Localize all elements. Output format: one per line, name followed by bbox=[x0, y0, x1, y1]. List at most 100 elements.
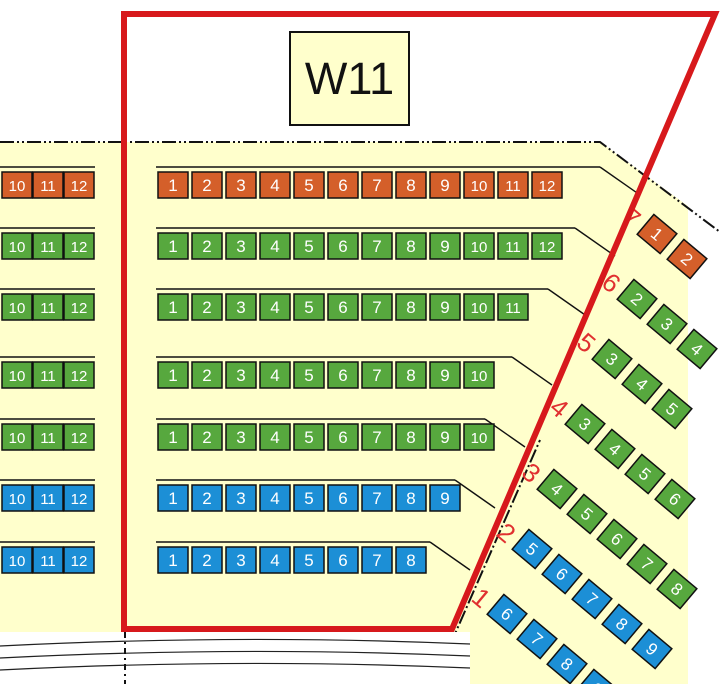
seat-number: 12 bbox=[71, 553, 88, 570]
seat-box bbox=[63, 232, 95, 260]
seat-box bbox=[157, 232, 189, 260]
seat: 2 bbox=[191, 423, 223, 451]
seat-number: 3 bbox=[236, 298, 245, 317]
seat-box bbox=[654, 478, 696, 520]
seat: 5 bbox=[624, 453, 666, 495]
seat-box bbox=[531, 232, 563, 260]
seat-box bbox=[516, 618, 558, 660]
seat-box bbox=[497, 232, 529, 260]
seat-box bbox=[63, 546, 95, 574]
seat-number: 10 bbox=[9, 178, 26, 195]
seat: 12 bbox=[63, 171, 95, 199]
row-leader-line bbox=[574, 227, 616, 257]
seat-box bbox=[259, 293, 291, 321]
seat-number: 5 bbox=[304, 428, 313, 447]
seat-number: 7 bbox=[372, 298, 381, 317]
seat-box bbox=[191, 171, 223, 199]
seat-box bbox=[32, 232, 64, 260]
seat-box bbox=[646, 303, 688, 345]
seat-box bbox=[631, 628, 673, 670]
seat-number: 5 bbox=[304, 298, 313, 317]
seat-box bbox=[463, 232, 495, 260]
section-boundary-top bbox=[0, 141, 721, 233]
seat: 7 bbox=[361, 546, 393, 574]
seat-number: 8 bbox=[406, 489, 415, 508]
seat: 5 bbox=[293, 171, 325, 199]
seat-number: 6 bbox=[338, 489, 347, 508]
seat: 8 bbox=[395, 484, 427, 512]
seat-number: 6 bbox=[338, 298, 347, 317]
seat: 4 bbox=[594, 428, 636, 470]
seat: 7 bbox=[626, 543, 668, 585]
seat: 4 bbox=[676, 328, 718, 370]
seat: 4 bbox=[259, 232, 291, 260]
seat: 8 bbox=[656, 568, 698, 610]
seat-box bbox=[463, 171, 495, 199]
row-leader-line bbox=[599, 166, 641, 196]
seat-number: 8 bbox=[406, 428, 415, 447]
seat: 12 bbox=[63, 546, 95, 574]
seat-box bbox=[429, 423, 461, 451]
seat-number: 4 bbox=[270, 237, 279, 256]
seat-box bbox=[621, 363, 663, 405]
seat-box bbox=[546, 643, 588, 684]
seat-box bbox=[327, 423, 359, 451]
seat-box bbox=[293, 171, 325, 199]
seat-number: 8 bbox=[406, 176, 415, 195]
seat: 7 bbox=[361, 171, 393, 199]
seat: 9 bbox=[576, 668, 618, 684]
row-leader-line bbox=[429, 541, 471, 571]
seat-box bbox=[293, 546, 325, 574]
seat: 5 bbox=[293, 423, 325, 451]
seat-number: 11 bbox=[40, 491, 56, 508]
seat-number: 7 bbox=[372, 237, 381, 256]
seat-box bbox=[63, 423, 95, 451]
seat: 3 bbox=[225, 293, 257, 321]
seat-number: 4 bbox=[270, 298, 279, 317]
seat: 6 bbox=[541, 553, 583, 595]
seat: 6 bbox=[486, 593, 528, 635]
seat-box bbox=[32, 361, 64, 389]
seat-box bbox=[497, 293, 529, 321]
seat-box bbox=[259, 232, 291, 260]
seat-box bbox=[361, 546, 393, 574]
seat: 1 bbox=[157, 546, 189, 574]
seat-number: 8 bbox=[406, 237, 415, 256]
seat: 10 bbox=[1, 423, 33, 451]
seat-number: 10 bbox=[9, 491, 26, 508]
seat-box bbox=[601, 603, 643, 645]
seat: 3 bbox=[646, 303, 688, 345]
seat: 1 bbox=[157, 484, 189, 512]
seat-box bbox=[191, 484, 223, 512]
seat-number: 5 bbox=[304, 489, 313, 508]
seat: 10 bbox=[1, 171, 33, 199]
seat: 12 bbox=[531, 171, 563, 199]
seat: 9 bbox=[429, 171, 461, 199]
seat-number: 10 bbox=[9, 239, 26, 256]
seat: 11 bbox=[32, 171, 64, 199]
seat: 11 bbox=[32, 293, 64, 321]
seat: 6 bbox=[654, 478, 696, 520]
seat: 6 bbox=[327, 171, 359, 199]
seat-number: 1 bbox=[168, 428, 177, 447]
seat-number: 12 bbox=[539, 178, 556, 195]
seat-box bbox=[361, 484, 393, 512]
seat-box bbox=[327, 232, 359, 260]
seat-box bbox=[624, 453, 666, 495]
track-line bbox=[0, 662, 471, 671]
seat-box bbox=[157, 484, 189, 512]
seat: 3 bbox=[225, 171, 257, 199]
seat-box bbox=[63, 484, 95, 512]
seat-box bbox=[191, 361, 223, 389]
seat: 4 bbox=[259, 484, 291, 512]
seat-number: 12 bbox=[71, 491, 88, 508]
seat-number: 1 bbox=[168, 489, 177, 508]
seat: 3 bbox=[225, 546, 257, 574]
seat: 11 bbox=[32, 361, 64, 389]
seat-number: 7 bbox=[372, 551, 381, 570]
seat-number: 3 bbox=[236, 551, 245, 570]
seat-number: 2 bbox=[202, 428, 211, 447]
seat-box bbox=[676, 328, 718, 370]
seat-box bbox=[591, 338, 633, 380]
